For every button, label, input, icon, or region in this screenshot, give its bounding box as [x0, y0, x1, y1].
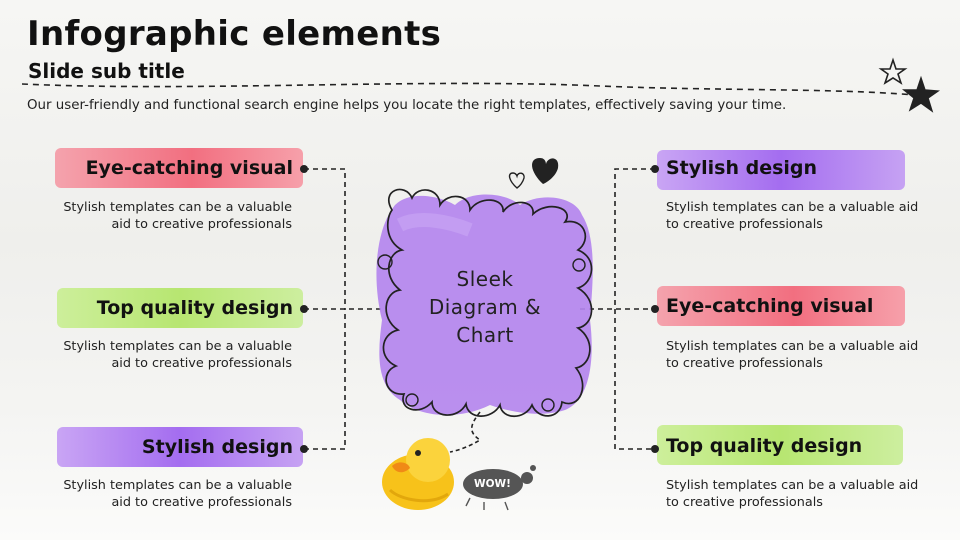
left-item-3-text: Stylish templates can be a valuable aid …	[63, 478, 292, 510]
left-item-1-bar	[55, 148, 303, 188]
right-item-3-bar	[657, 425, 903, 465]
left-item-2-text: Stylish templates can be a valuable aid …	[63, 339, 292, 371]
left-item-3-heading: Stylish design	[141, 436, 293, 458]
right-item-2-bar	[657, 286, 905, 326]
center-cloud	[376, 194, 593, 416]
left-item-2-dot	[300, 305, 308, 313]
right-item-1-dot	[651, 165, 659, 173]
wow-bubble	[463, 465, 536, 511]
left-connectors	[304, 168, 385, 450]
right-item-3-dot	[651, 445, 659, 453]
title-divider-dashed-line	[21, 82, 916, 96]
center-cloud-label: Sleek Diagram & Chart	[428, 267, 542, 347]
right-item-3-text: Stylish templates can be a valuable aid …	[666, 478, 919, 510]
heart-icon	[508, 172, 525, 189]
right-connectors	[580, 168, 655, 450]
wow-sticker-text: WOW!	[474, 478, 511, 490]
left-item-2-bar	[57, 288, 303, 328]
left-item-1-text: Stylish templates can be a valuable aid …	[63, 200, 292, 232]
heart-icon	[532, 158, 559, 184]
right-item-2-heading: Eye-catching visual	[666, 295, 874, 317]
right-item-1-bar	[657, 150, 905, 190]
page-title: Infographic elements	[27, 14, 442, 54]
star-icon	[902, 75, 941, 113]
right-item-3-heading: Top quality design	[666, 435, 863, 457]
right-item-1-text: Stylish templates can be a valuable aid …	[666, 200, 919, 232]
left-item-1-dot	[300, 165, 308, 173]
left-item-2-heading: Top quality design	[96, 297, 293, 319]
right-item-2-dot	[651, 305, 659, 313]
intro-text: Our user-friendly and functional search …	[27, 98, 787, 113]
left-item-3-dot	[300, 445, 308, 453]
star-icon	[878, 57, 908, 85]
right-item-1-heading: Stylish design	[666, 157, 818, 179]
page-subtitle: Slide sub title	[28, 59, 185, 83]
center-cloud-outline	[382, 188, 593, 418]
left-item-1-heading: Eye-catching visual	[85, 157, 293, 179]
right-item-2-text: Stylish templates can be a valuable aid …	[666, 339, 919, 371]
left-item-3-bar	[57, 427, 303, 467]
rubber-duck-icon	[382, 438, 454, 510]
